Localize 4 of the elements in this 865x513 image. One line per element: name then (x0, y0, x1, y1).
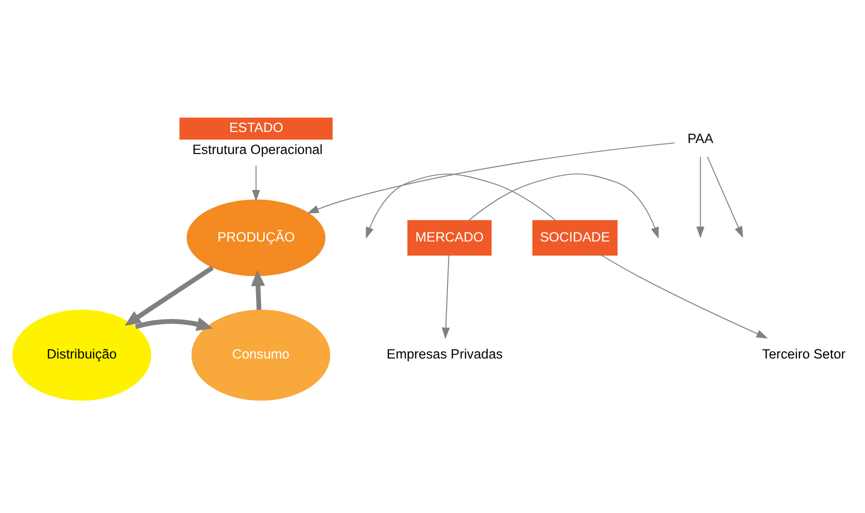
node-text: Empresas Privadas (386, 346, 503, 362)
node-text: Terceiro Setor (762, 346, 846, 362)
node-label: Estrutura Operacional (192, 142, 323, 157)
node-text: PAA (688, 130, 714, 146)
